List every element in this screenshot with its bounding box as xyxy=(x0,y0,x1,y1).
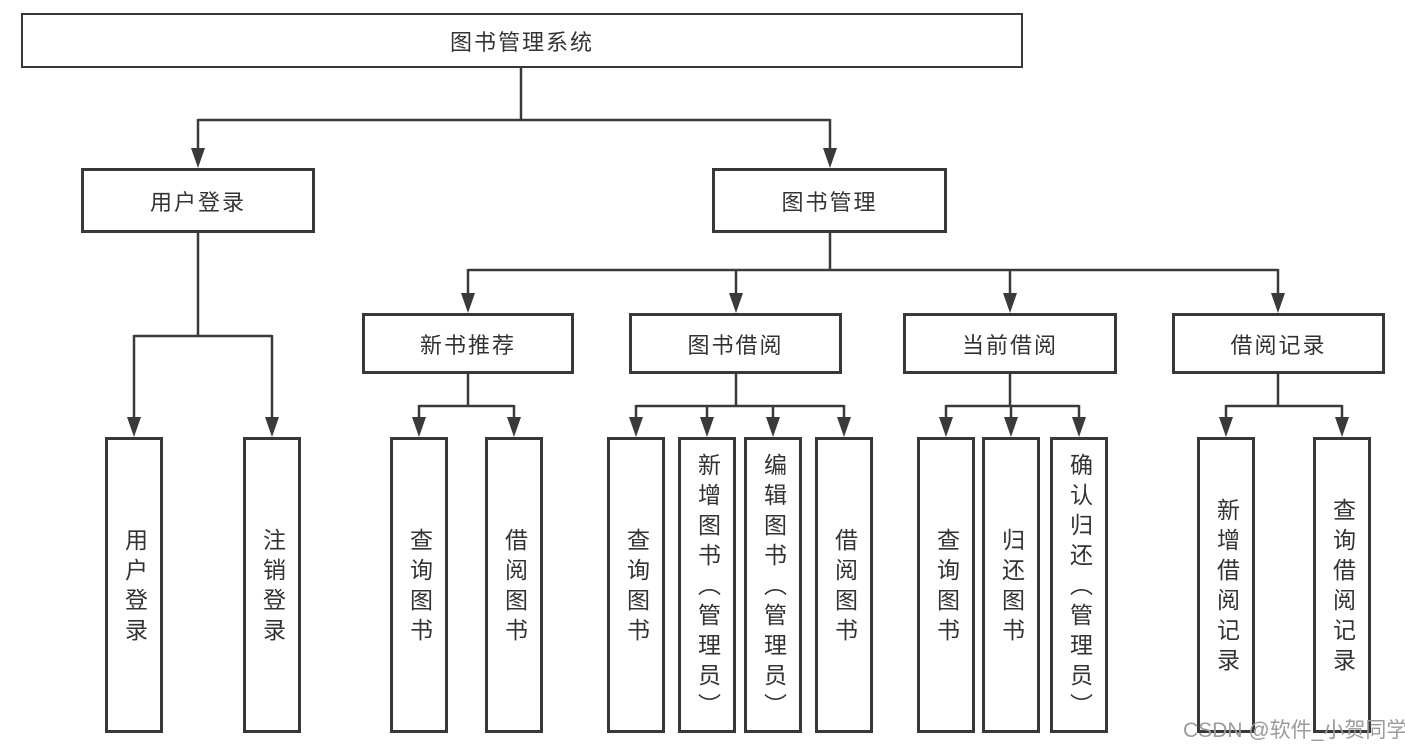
leaf-add-book-admin: 新增图书（管理员） xyxy=(678,437,736,733)
leaf-recommend-query-books: 查询图书 xyxy=(390,437,448,733)
connector-recommend-to-leaves xyxy=(412,374,521,437)
node-book-borrow: 图书借阅 xyxy=(629,313,842,374)
leaf-borrow-books: 借阅图书 xyxy=(815,437,873,733)
node-current-borrow: 当前借阅 xyxy=(903,313,1117,374)
leaf-edit-book-admin: 编辑图书（管理员） xyxy=(744,437,802,733)
leaf-user-login: 用户登录 xyxy=(105,437,163,733)
connector-current-to-leaves xyxy=(939,374,1086,437)
node-user-login: 用户登录 xyxy=(81,168,315,233)
connector-login-to-leaves xyxy=(127,233,279,437)
node-book-management: 图书管理 xyxy=(712,168,947,233)
leaf-add-borrow-record: 新增借阅记录 xyxy=(1197,437,1255,733)
leaf-return-book: 归还图书 xyxy=(982,437,1040,733)
node-new-book-recommend: 新书推荐 xyxy=(362,313,574,374)
leaf-recommend-borrow-books: 借阅图书 xyxy=(485,437,543,733)
node-borrow-records: 借阅记录 xyxy=(1172,313,1385,374)
leaf-query-borrow-record: 查询借阅记录 xyxy=(1313,437,1371,733)
leaf-borrow-query-books: 查询图书 xyxy=(607,437,665,733)
connector-records-to-leaves xyxy=(1219,374,1349,437)
leaf-logout: 注销登录 xyxy=(243,437,301,733)
connector-management-to-level3 xyxy=(461,233,1285,313)
leaf-current-query-books: 查询图书 xyxy=(917,437,975,733)
connector-root-to-level2 xyxy=(191,68,837,168)
leaf-confirm-return-admin: 确认归还（管理员） xyxy=(1050,437,1108,733)
node-library-system: 图书管理系统 xyxy=(21,13,1023,68)
connector-borrow-to-leaves xyxy=(629,374,851,437)
csdn-watermark: CSDN @软件_小贺同学 xyxy=(1183,719,1405,742)
